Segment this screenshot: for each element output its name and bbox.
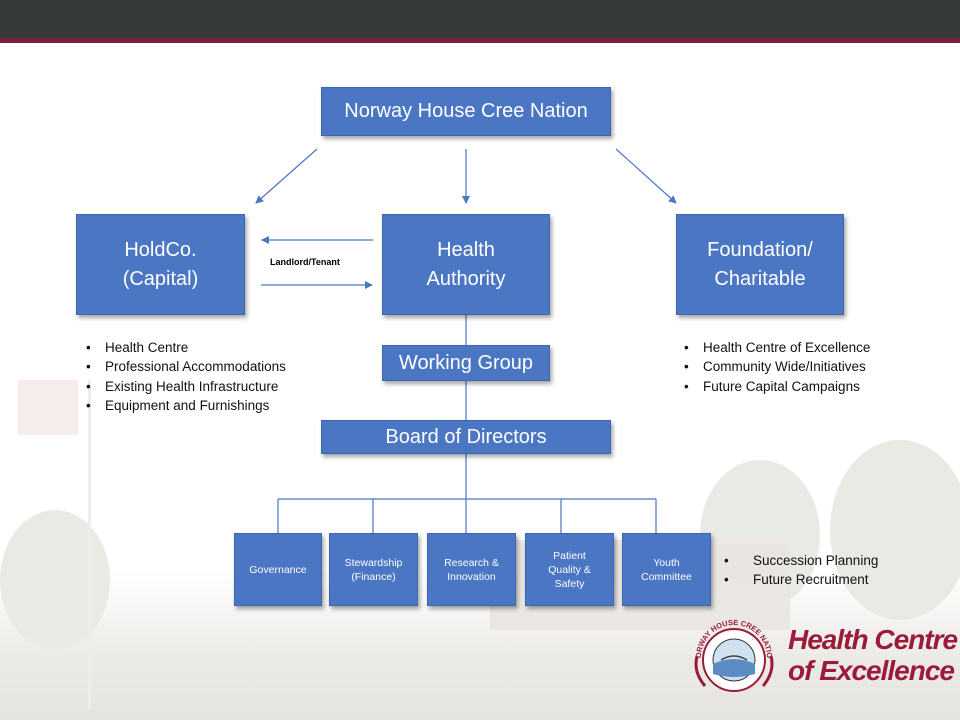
list-item: Professional Accommodations	[86, 357, 286, 377]
brand-logo-text: Health Centre of Excellence	[788, 624, 958, 686]
background-flag	[18, 380, 78, 435]
list-item: Equipment and Furnishings	[86, 396, 286, 416]
node-governance: Governance	[234, 533, 322, 606]
youth-bullet-list: Succession Planning Future Recruitment	[724, 551, 878, 590]
node-foundation: Foundation/ Charitable	[676, 214, 844, 315]
list-item: Future Capital Campaigns	[684, 377, 870, 397]
list-item: Community Wide/Initiatives	[684, 357, 870, 377]
list-item: Health Centre of Excellence	[684, 338, 870, 358]
list-item: Existing Health Infrastructure	[86, 377, 286, 397]
arrow-to-holdco	[255, 148, 318, 204]
list-item: Health Centre	[86, 338, 286, 358]
brand-title-line2: of Excellence	[788, 655, 955, 686]
background-flagpole	[88, 380, 91, 710]
node-working-group: Working Group	[382, 345, 550, 381]
node-board: Board of Directors	[321, 420, 611, 454]
node-research: Research & Innovation	[427, 533, 516, 606]
node-nation: Norway House Cree Nation	[321, 87, 611, 136]
node-stewardship: Stewardship (Finance)	[329, 533, 418, 606]
node-health-authority: Health Authority	[382, 214, 550, 315]
node-holdco: HoldCo. (Capital)	[76, 214, 245, 315]
node-patient: Patient Quality & Safety	[525, 533, 614, 606]
nhcn-seal-logo: NORWAY HOUSE CREE NATION	[691, 614, 774, 692]
brand-title-line1: Health Centre	[788, 624, 958, 655]
landlord-tenant-label: Landlord/Tenant	[270, 257, 340, 267]
node-youth: Youth Committee	[622, 533, 711, 606]
list-item: Future Recruitment	[724, 570, 878, 590]
foundation-bullet-list: Health Centre of Excellence Community Wi…	[684, 338, 870, 396]
top-bar	[0, 0, 960, 38]
list-item: Succession Planning	[724, 551, 878, 571]
holdco-bullet-list: Health Centre Professional Accommodation…	[86, 338, 286, 415]
top-bar-stripe	[0, 38, 960, 43]
arrow-to-foundation	[615, 148, 677, 204]
